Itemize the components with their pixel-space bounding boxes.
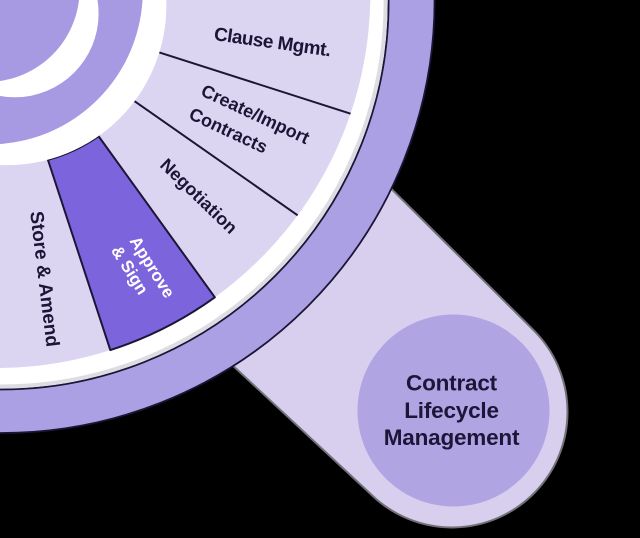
svg-text:Lifecycle: Lifecycle bbox=[404, 398, 499, 423]
svg-text:Contract: Contract bbox=[406, 371, 498, 396]
svg-text:Management: Management bbox=[384, 425, 520, 450]
